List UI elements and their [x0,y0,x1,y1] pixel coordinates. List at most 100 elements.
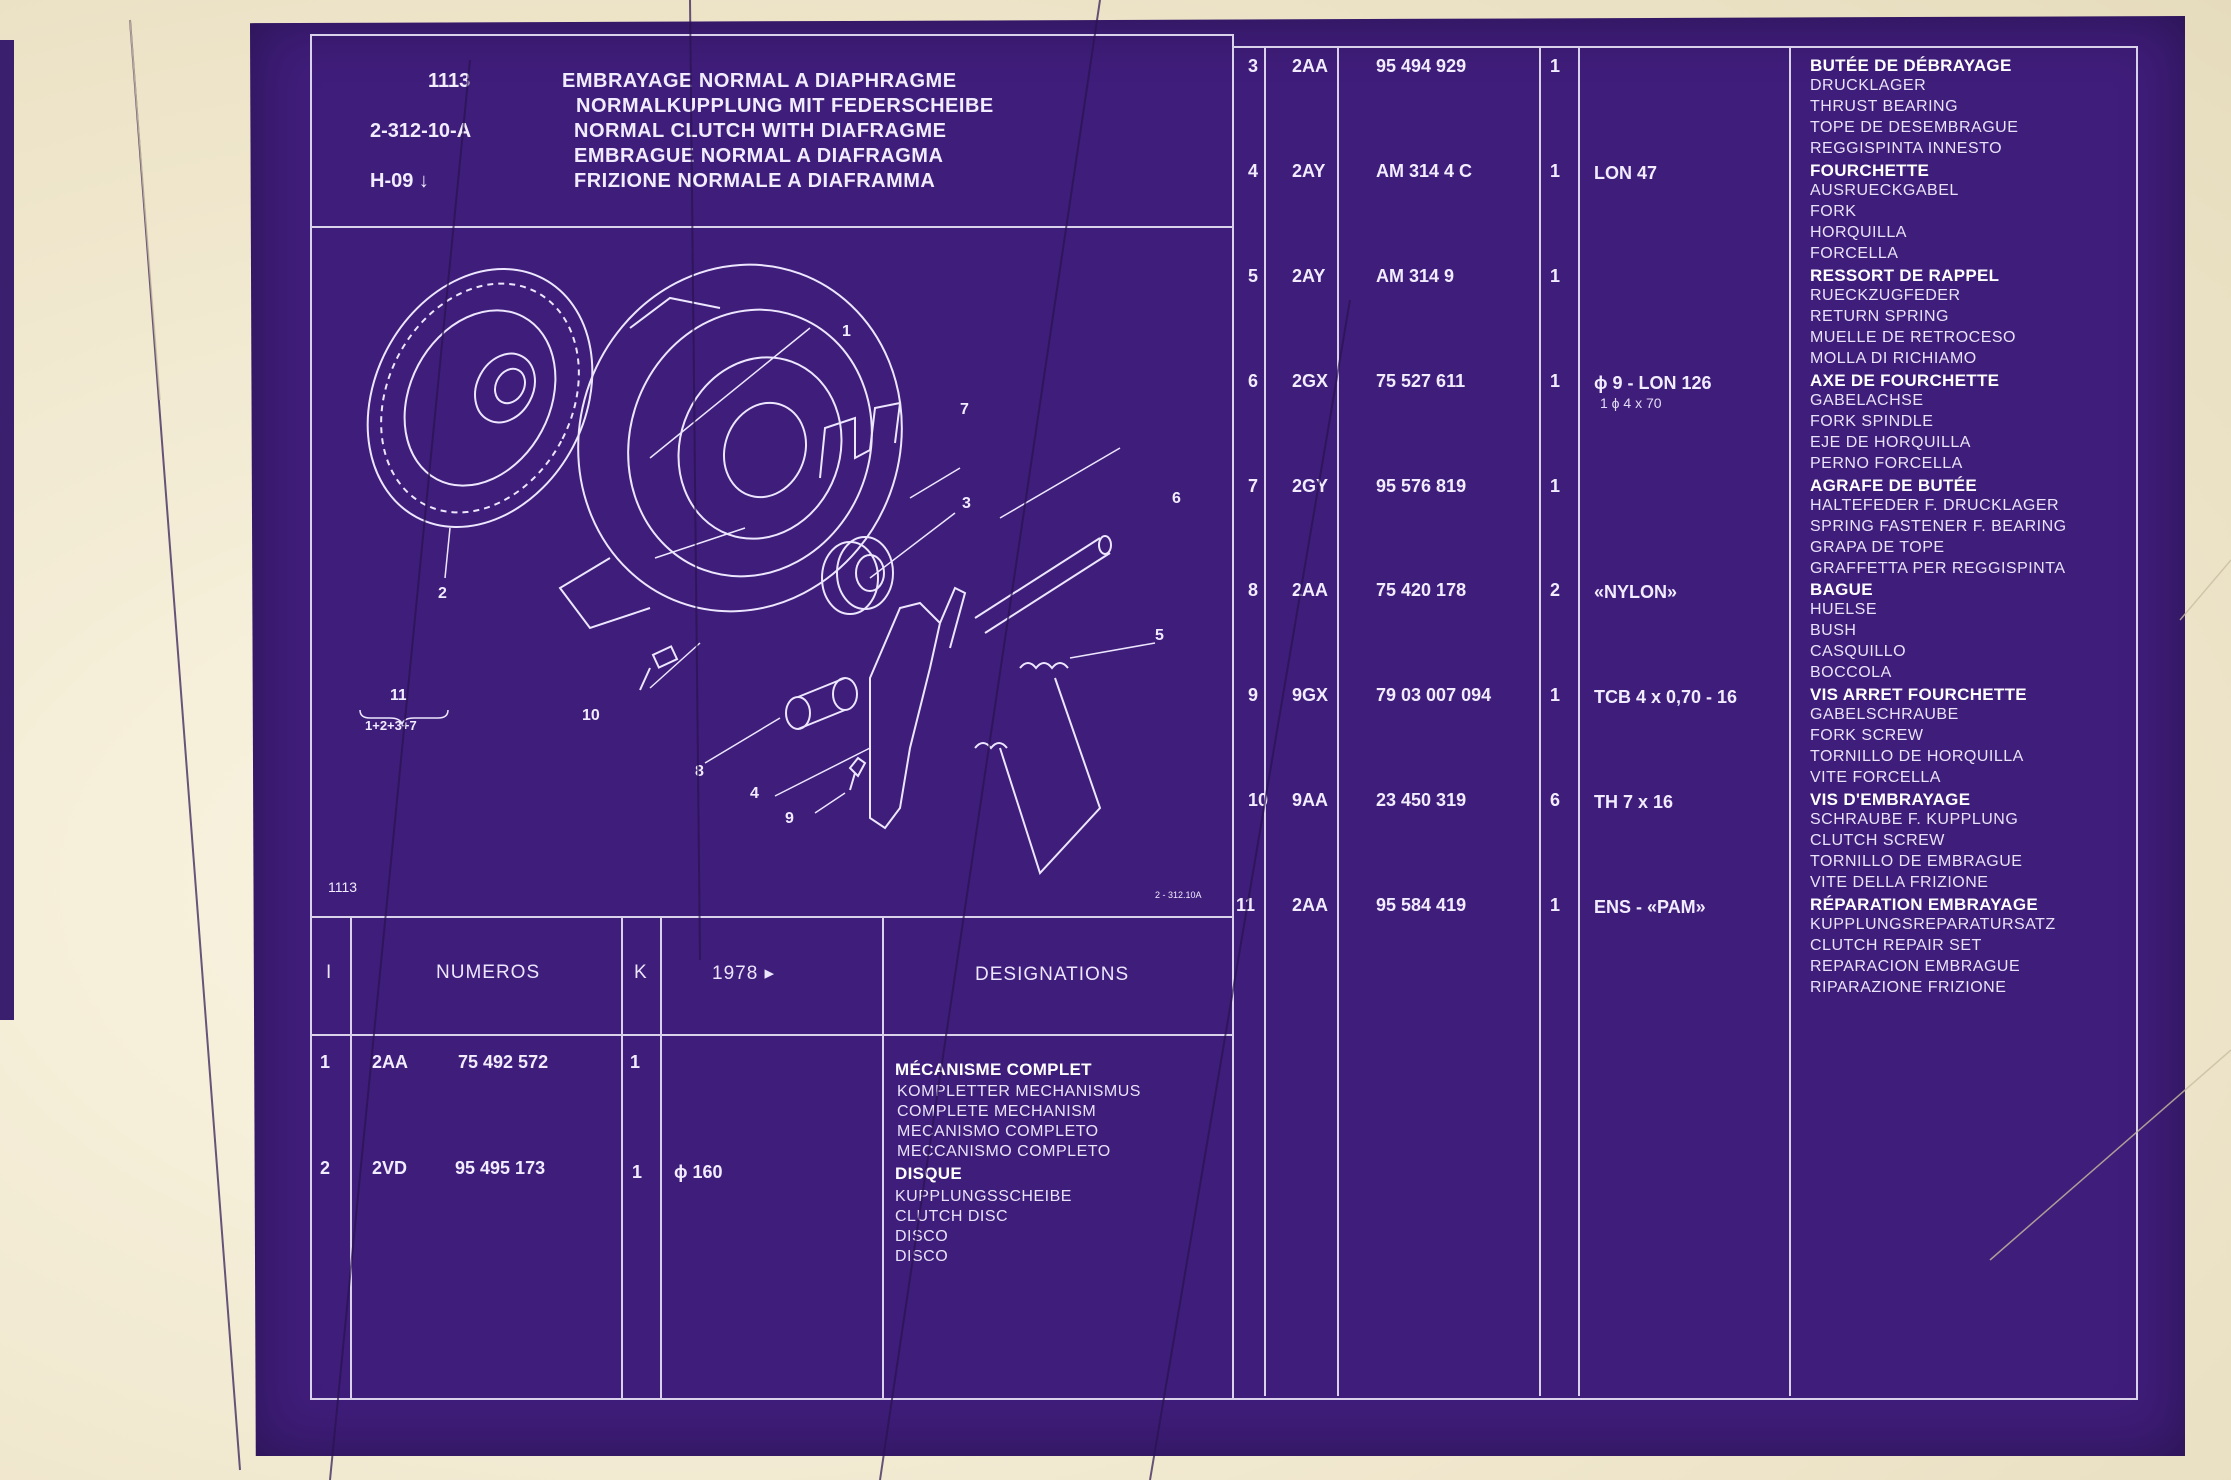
row-desc-en: RETURN SPRING [1810,308,1949,325]
row-index: 3 [1248,56,1259,76]
row-group: 9AA [1292,790,1329,810]
drawing-ref-left: 1113 [328,879,357,895]
row-desc-it: BOCCOLA [1810,664,1892,681]
row-index: 9 [1248,685,1259,705]
row-note: «NYLON» [1594,582,1678,602]
h-code-text: H-09 [370,170,414,192]
callout-2: 2 [438,585,447,602]
row-number: 75 420 178 [1376,580,1467,600]
row-desc-es: REPARACION EMBRAGUE [1810,958,2021,975]
row-desc-fr: DISQUE [895,1164,962,1183]
header-title-es: EMBRAGUE NORMAL A DIAFRAGMA [574,145,944,167]
return-spring-part [974,662,1102,875]
row-desc-it: MOLLA DI RICHIAMO [1810,350,1977,367]
row-desc-fr: MÉCANISME COMPLET [895,1060,1092,1079]
row-number: 75 492 572 [458,1052,549,1072]
row-desc-es: TOPE DE DESEMBRAGUE [1810,119,2019,136]
row-group: 2GX [1292,371,1329,391]
row-index: 1 [320,1052,331,1072]
header-title-de: NORMALKUPPLUNG MIT FEDERSCHEIBE [576,95,994,117]
row-desc-en: FORK SCREW [1810,727,1924,744]
row-k: 1 [1550,476,1561,496]
header-title-fr: EMBRAYAGE NORMAL A DIAPHRAGME [562,70,957,92]
row-group: 2AY [1292,161,1326,181]
left-col-line [660,916,662,1398]
row-desc-de: GABELACHSE [1810,392,1924,409]
release-fork-part [869,586,967,830]
bush-part [785,677,858,730]
col-header-designations: DESIGNATIONS [975,964,1130,985]
row-note: LON 47 [1594,163,1658,183]
header-ref: 1113 [428,70,471,92]
row-desc-fr: AGRAFE DE BUTÉE [1810,476,1977,495]
col-header-index: I [326,962,333,983]
drawing-ref-right: 2 - 312.10A [1155,890,1202,900]
row-group: 2AA [1292,56,1329,76]
row-desc-fr: VIS ARRET FOURCHETTE [1810,685,2027,704]
drawing-divider [310,916,1232,918]
row-note: ϕ 9 - LON 126 [1594,373,1712,393]
row-desc-en: THRUST BEARING [1810,98,1959,115]
row-desc-fr: FOURCHETTE [1810,161,1930,180]
row-desc-en: BUSH [1810,622,1857,639]
row-desc-it: VITE FORCELLA [1810,769,1941,786]
row-k: 1 [1550,371,1561,391]
row-k: 1 [1550,56,1561,76]
callout-9: 9 [785,810,794,827]
row-desc-fr: BUTÉE DE DÉBRAYAGE [1810,56,2012,75]
row-desc-es: MECANISMO COMPLETO [897,1123,1099,1140]
row-desc-es: HORQUILLA [1810,224,1907,241]
row-index: 11 [1236,895,1256,915]
row-desc-en: FORK [1810,203,1857,220]
row-index: 6 [1248,371,1259,391]
row-note: ϕ 160 [674,1162,723,1182]
arrow-down-icon: ↓ [418,170,429,192]
row-desc-de: HALTEFEDER F. DRUCKLAGER [1810,497,2060,514]
pressure-plate-part [558,263,903,630]
right-table-frame [1232,46,2138,1400]
row-desc-de: KOMPLETTER MECHANISMUS [897,1083,1141,1100]
row-desc-en: CLUTCH REPAIR SET [1810,937,1982,954]
callout-1: 1 [842,323,851,340]
row-number: 95 584 419 [1376,895,1467,915]
row-desc-fr: RESSORT DE RAPPEL [1810,266,2000,285]
set-label: 11 [390,687,407,704]
row-desc-es: MUELLE DE RETROCESO [1810,329,2016,346]
row-desc-it: MECCANISMO COMPLETO [897,1143,1111,1160]
row-number: 95 576 819 [1376,476,1467,496]
row-note: ENS - «PAM» [1594,897,1706,917]
fork-screw-part [848,756,867,791]
row-desc-de: KUPPLUNGSREPARATURSATZ [1810,916,2056,933]
callout-5: 5 [1155,627,1164,644]
callout-6: 6 [1172,490,1181,507]
row-desc-en: SPRING FASTENER F. BEARING [1810,518,2067,535]
row-k: 1 [1550,685,1561,705]
row-group: 9GX [1292,685,1329,705]
row-k: 1 [1550,895,1561,915]
col-header-numeros: NUMEROS [436,962,541,983]
callout-7: 7 [960,401,969,418]
callout-leaders [444,327,1156,814]
row-k: 1 [630,1052,641,1072]
row-desc-fr: RÉPARATION EMBRAYAGE [1810,895,2038,914]
row-desc-es: TORNILLO DE EMBRAGUE [1810,853,2023,870]
row-index: 10 [1248,790,1269,810]
fork-spindle-part [974,535,1112,634]
row-desc-es: GRAPA DE TOPE [1810,539,1945,556]
left-col-line [621,916,623,1398]
row-desc-de: SCHRAUBE F. KUPPLUNG [1810,811,2019,828]
row-group: 2AA [1292,895,1329,915]
row-desc-it: PERNO FORCELLA [1810,455,1963,472]
row-group: 2AA [372,1052,409,1072]
row-desc-de: RUECKZUGFEDER [1810,287,1961,304]
header-title-it: FRIZIONE NORMALE A DIAFRAMMA [574,170,936,192]
row-k: 1 [1550,161,1561,181]
row-desc-it: DISCO [895,1248,949,1265]
row-desc-es: TORNILLO DE HORQUILLA [1810,748,2024,765]
row-number: AM 314 4 C [1376,161,1473,181]
right-col-line [1578,46,1580,1396]
row-group: 2VD [372,1158,408,1178]
row-desc-de: DRUCKLAGER [1810,77,1927,94]
header-h-code: H-09 ↓ [370,170,429,193]
